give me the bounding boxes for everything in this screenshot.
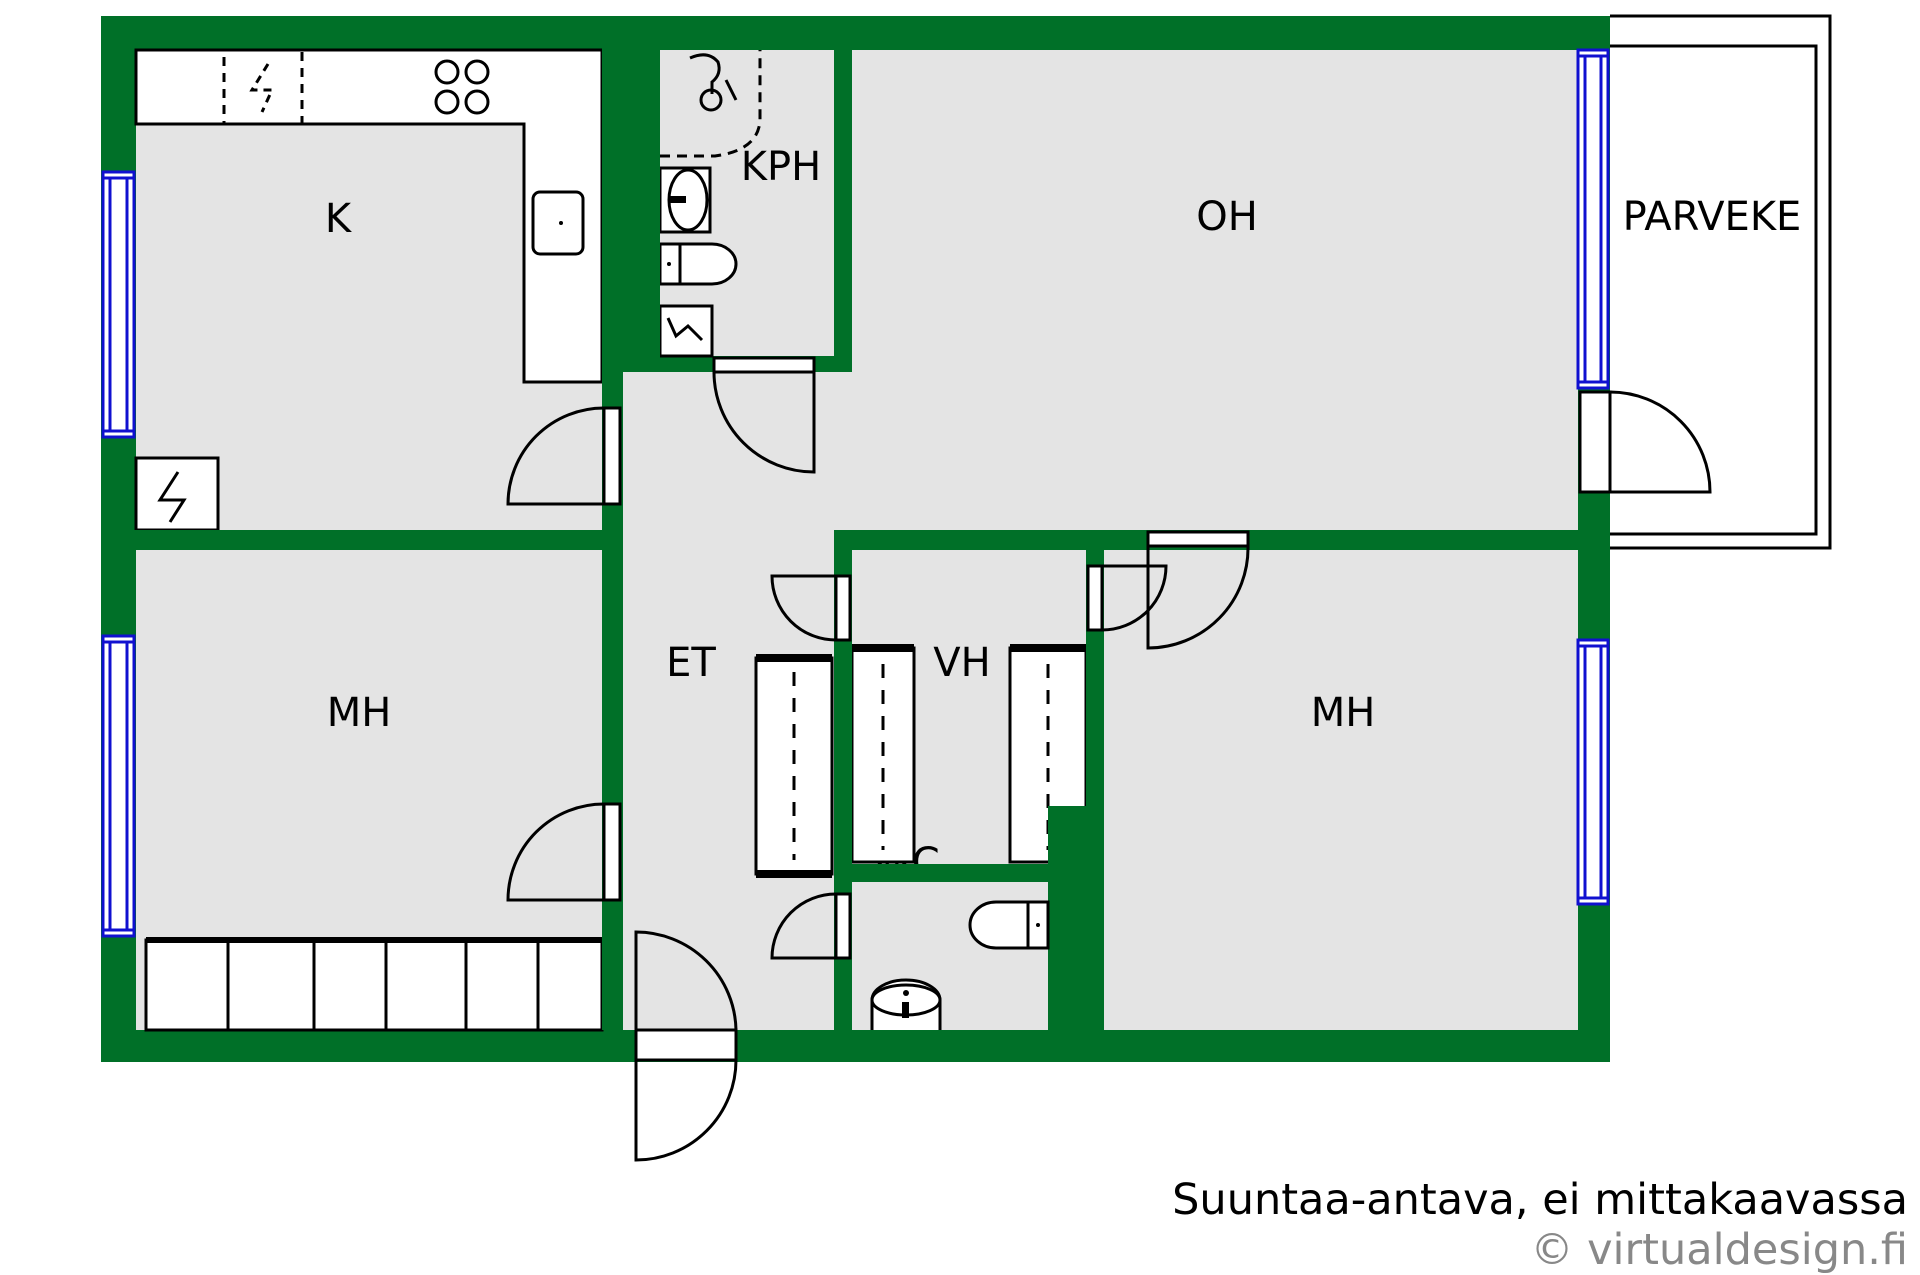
wc-toilet-detail-icon [1036, 923, 1040, 927]
wc-toilet-icon [968, 900, 1050, 950]
wall-closet-nib [1048, 806, 1086, 814]
disclaimer-text: Suuntaa-antava, ei mittakaavassa [1172, 1175, 1908, 1225]
balcony [1610, 14, 1832, 550]
wc-drain-icon [903, 990, 909, 996]
bedroom-left-wardrobes [144, 938, 604, 1032]
bedroom-right-window [1576, 638, 1610, 906]
wall-closet-toilet [852, 864, 1048, 882]
wall-kitchen-bedroom [101, 530, 622, 550]
wall-closet-bedroom-2 [1086, 640, 1104, 810]
closet-wardrobe-left [850, 644, 916, 864]
bathroom-door [712, 356, 816, 474]
closet-door [770, 574, 852, 642]
room-label-kitchen: K [325, 196, 353, 242]
interior-walls [101, 16, 1610, 1030]
wall-bedroom-hall [602, 504, 622, 804]
bathroom-toilet-icon [658, 242, 738, 286]
windows [101, 48, 1610, 938]
living-room-window [1576, 48, 1610, 390]
sink-drain-icon [559, 221, 563, 225]
bedroom-right-floor [1104, 550, 1578, 1030]
washing-machine-bolt-icon [666, 317, 704, 342]
room-label-walk-in-closet: VH [933, 640, 990, 686]
room-label-entrance-hall: ET [666, 640, 716, 686]
shower-area-icon [660, 50, 762, 158]
wall-hall-closet-low [834, 958, 852, 1030]
entrance-door [634, 930, 738, 1162]
wall-hall-closet-mid [834, 640, 852, 892]
dishwasher-bolt-icon [249, 63, 275, 113]
wc-faucet-icon [902, 1002, 909, 1018]
faucet-icon [668, 196, 686, 203]
wall-kitchen-bath [602, 16, 622, 408]
wall-living-bedroom-right-2 [1248, 530, 1610, 550]
corridor-living-link [623, 372, 1578, 530]
toilet-detail-icon [667, 262, 671, 266]
wall-bedroom-hall-low [602, 900, 622, 1030]
stove-burners-icon [434, 59, 490, 115]
room-label-balcony: PARVEKE [1623, 194, 1802, 240]
wall-toilet-bedroom [1048, 810, 1104, 1030]
doors [506, 356, 1712, 1162]
hall-wardrobe [754, 654, 834, 878]
wall-bath-left [622, 16, 660, 372]
kitchen-sink-icon [531, 190, 585, 256]
bathroom-corner-wall [834, 50, 852, 372]
kitchen-door [506, 406, 622, 506]
room-label-bedroom-left: MH [327, 690, 392, 736]
bedroom-left-window [101, 634, 136, 938]
wall-living-bedroom-right [834, 530, 1148, 550]
bedroom-right-door [1146, 530, 1250, 650]
kitchen-window [101, 170, 136, 439]
balcony-door [1578, 390, 1712, 494]
kitchen-bolt-icon [157, 471, 187, 523]
copyright-text: © virtualdesign.fi [1530, 1225, 1908, 1275]
shower-head-icon [689, 53, 738, 112]
washing-machine-icon [658, 304, 714, 358]
bedroom-left-door [506, 802, 622, 902]
kitchen-electric-panel-icon [134, 456, 220, 532]
wc-door [770, 892, 852, 960]
dishwasher-icon [222, 48, 304, 126]
room-label-bathroom: KPH [741, 144, 821, 190]
room-label-living-room: OH [1196, 194, 1258, 240]
room-label-bedroom-right: MH [1311, 690, 1376, 736]
